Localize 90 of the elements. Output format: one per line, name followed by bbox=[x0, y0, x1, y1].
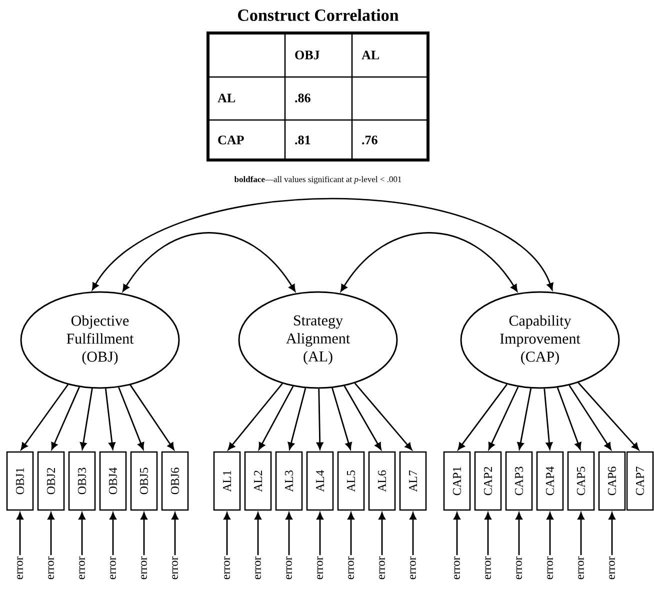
error-arrow bbox=[484, 512, 492, 556]
indicator-box: AL2 bbox=[244, 451, 272, 511]
table-cell: .76 bbox=[362, 136, 378, 144]
error-arrow bbox=[316, 512, 324, 556]
loading-arrow bbox=[344, 386, 382, 450]
loading-arrow bbox=[316, 388, 324, 450]
loading-arrow bbox=[332, 388, 352, 450]
loading-arrow bbox=[578, 382, 640, 450]
error-arrow bbox=[16, 512, 24, 556]
error-label: error bbox=[224, 556, 230, 580]
loading-arrow bbox=[20, 384, 68, 450]
indicator-box: CAP3 bbox=[505, 451, 533, 511]
error-label: error bbox=[172, 556, 178, 580]
correlation-arrow bbox=[122, 232, 296, 292]
error-label: error bbox=[485, 556, 491, 580]
error-arrow bbox=[410, 512, 416, 556]
error-label: error bbox=[48, 556, 54, 580]
loading-arrow bbox=[517, 388, 532, 450]
error-label: error bbox=[317, 556, 323, 580]
error-label: error bbox=[255, 556, 261, 580]
loading-arrow bbox=[258, 386, 294, 450]
error-label: error bbox=[286, 556, 292, 580]
indicator-box: AL3 bbox=[275, 451, 303, 511]
error-arrow bbox=[172, 512, 178, 556]
error-arrow bbox=[454, 512, 460, 556]
note: boldface—all values significant at p-level < .001 bbox=[234, 176, 402, 184]
error-arrow bbox=[110, 512, 116, 556]
loading-arrow bbox=[228, 383, 283, 450]
error-arrow bbox=[254, 512, 262, 556]
indicator-box: CAP5 bbox=[567, 451, 595, 511]
loading-arrow bbox=[544, 388, 553, 450]
table-cell: .86 bbox=[295, 94, 310, 102]
indicator-box: OBJ2 bbox=[37, 451, 65, 511]
error-label: error bbox=[17, 556, 23, 580]
error-arrow bbox=[378, 512, 386, 556]
error-label: error bbox=[141, 556, 147, 580]
table-cell: .81 bbox=[295, 136, 310, 144]
indicator-box: AL5 bbox=[337, 451, 365, 511]
error-arrow bbox=[516, 512, 522, 556]
table-cell: OBJ bbox=[295, 50, 320, 60]
error-label: error bbox=[516, 556, 522, 580]
loading-arrow bbox=[288, 388, 306, 450]
table-cell: CAP bbox=[218, 136, 244, 144]
loading-arrow bbox=[458, 384, 508, 450]
correlation-arrow bbox=[340, 232, 518, 292]
indicator-box: OBJ1 bbox=[6, 451, 34, 511]
error-arrow bbox=[286, 512, 292, 556]
table-cell: AL bbox=[362, 50, 380, 60]
error-label: error bbox=[547, 556, 553, 580]
error-label: error bbox=[79, 556, 85, 580]
indicator-box: CAP4 bbox=[536, 451, 564, 511]
error-arrow bbox=[546, 512, 554, 556]
loading-arrow bbox=[354, 382, 412, 450]
indicator-box: AL1 bbox=[213, 451, 241, 511]
loading-arrow bbox=[51, 386, 80, 450]
indicator-box: CAP6 bbox=[598, 451, 626, 511]
error-arrow bbox=[48, 512, 54, 556]
error-label: error bbox=[348, 556, 354, 580]
error-arrow bbox=[78, 512, 86, 556]
loading-arrow bbox=[488, 386, 519, 450]
title: Construct Correlation bbox=[238, 9, 399, 21]
loading-arrow bbox=[556, 387, 582, 450]
indicator-box: OBJ5 bbox=[130, 451, 158, 511]
indicator-box: OBJ4 bbox=[99, 451, 127, 511]
error-arrow bbox=[608, 512, 616, 556]
indicator-box: OBJ6 bbox=[161, 451, 189, 511]
loading-arrow bbox=[568, 384, 612, 450]
error-arrow bbox=[224, 512, 230, 556]
error-arrow bbox=[140, 512, 148, 556]
correlation-arrow bbox=[92, 198, 554, 290]
error-arrow bbox=[578, 512, 584, 556]
indicator-box: CAP7 bbox=[626, 451, 654, 511]
error-label: error bbox=[578, 556, 584, 580]
indicator-box: AL4 bbox=[306, 451, 334, 511]
loading-arrow bbox=[80, 388, 93, 450]
indicator-box: AL7 bbox=[399, 451, 427, 511]
indicator-box: AL6 bbox=[368, 451, 396, 511]
error-label: error bbox=[454, 556, 460, 580]
loading-arrow bbox=[130, 384, 174, 450]
loading-arrow bbox=[118, 387, 144, 450]
error-label: error bbox=[379, 556, 385, 580]
error-label: error bbox=[609, 556, 615, 580]
indicator-box: CAP1 bbox=[443, 451, 471, 511]
indicator-box: OBJ3 bbox=[68, 451, 96, 511]
error-arrow bbox=[348, 512, 354, 556]
error-label: error bbox=[410, 556, 416, 580]
table-cell: AL bbox=[218, 94, 236, 102]
indicator-box: CAP2 bbox=[474, 451, 502, 511]
error-label: error bbox=[110, 556, 116, 580]
loading-arrow bbox=[104, 388, 116, 450]
